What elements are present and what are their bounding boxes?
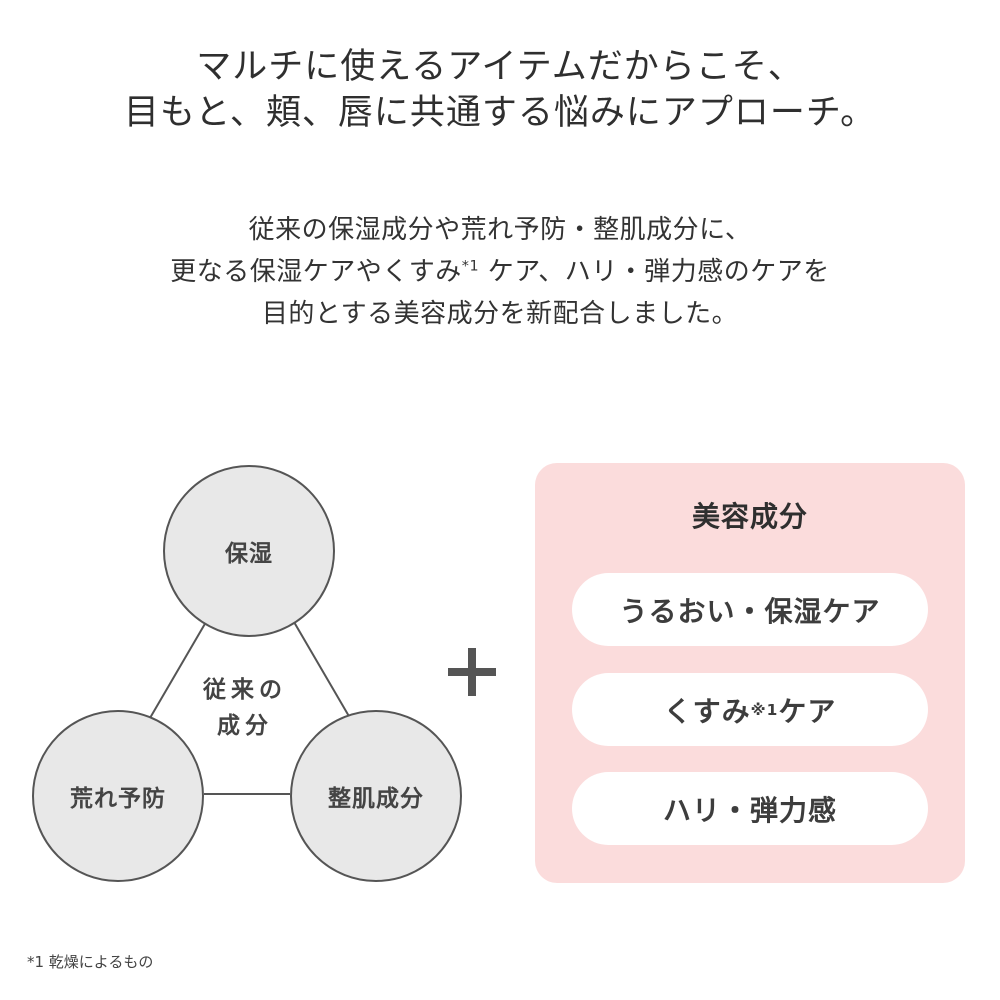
plus-icon xyxy=(448,648,496,696)
description-line-2-end: ケア、ハリ・弾力感のケアを xyxy=(479,257,830,287)
description: 従来の保湿成分や荒れ予防・整肌成分に、 更なる保湿ケアやくすみ*1 ケア、ハリ・… xyxy=(0,209,1000,335)
connector-top-right xyxy=(293,621,351,719)
headline: マルチに使えるアイテムだからこそ、 目もと、頬、唇に共通する悩みにアプローチ。 xyxy=(0,44,1000,136)
pill-firmness-care: ハリ・弾力感 xyxy=(572,772,928,845)
connector-top-left xyxy=(149,621,207,719)
description-line-3: 目的とする美容成分を新配合しました。 xyxy=(261,299,739,329)
node-moisturizing-label: 保湿 xyxy=(225,541,273,567)
footnote-marker: *1 xyxy=(461,258,480,275)
conventional-ingredients-diagram: 保湿 荒れ予防 整肌成分 従来の 成分 xyxy=(0,450,500,910)
pill-firmness-care-label: ハリ・弾力感 xyxy=(662,793,837,827)
pill-dullness-care-end: ケア xyxy=(778,694,837,728)
diagram-connector-lines xyxy=(149,621,351,795)
description-line-2-start: 更なる保湿ケアやくすみ xyxy=(170,257,462,287)
panel-title: 美容成分 xyxy=(691,500,808,533)
node-skin-conditioning-label: 整肌成分 xyxy=(328,786,424,812)
description-line-2: 更なる保湿ケアやくすみ*1 ケア、ハリ・弾力感のケアを xyxy=(0,251,1000,293)
pill-dullness-care-start: くすみ xyxy=(663,694,751,728)
node-moisturizing: 保湿 xyxy=(163,465,335,637)
headline-line-1: マルチに使えるアイテムだからこそ、 xyxy=(196,47,804,87)
pill-moisture-care-label: うるおい・保湿ケア xyxy=(619,594,881,628)
node-rough-skin-prevention: 荒れ予防 xyxy=(32,710,204,882)
center-label-line-2: 成分 xyxy=(217,713,273,739)
node-rough-skin-prevention-label: 荒れ予防 xyxy=(70,786,166,812)
footnote: *1 乾燥によるもの xyxy=(27,953,154,971)
headline-line-2: 目もと、頬、唇に共通する悩みにアプローチ。 xyxy=(123,93,877,133)
node-skin-conditioning: 整肌成分 xyxy=(290,710,462,882)
center-label-line-1: 従来の xyxy=(203,677,287,703)
description-line-1: 従来の保湿成分や荒れ予防・整肌成分に、 xyxy=(248,215,752,245)
center-label: 従来の 成分 xyxy=(190,672,300,744)
pill-moisture-care: うるおい・保湿ケア xyxy=(572,573,928,646)
